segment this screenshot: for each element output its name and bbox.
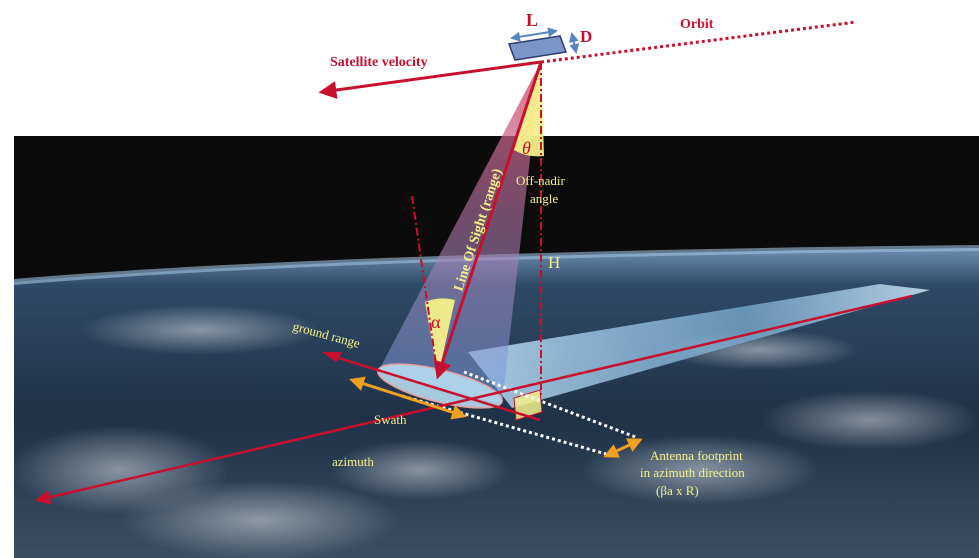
satellite-antenna [507,35,568,61]
footprint-dotted-lower [401,394,607,456]
orbit-label: Orbit [680,17,714,32]
footprint-label-line1: Antenna footprint [650,448,743,463]
swath-arrow [349,376,467,420]
swath-label: Swath [374,412,407,427]
footprint-label-line3: (βa x R) [656,483,699,498]
off-nadir-label-line1: Off-nadir [516,173,566,188]
azimuth-label: azimuth [332,454,374,469]
alpha-wedge [425,298,455,376]
length-label: L [526,10,538,30]
satellite-velocity-label: Satellite velocity [330,55,428,70]
azimuth-footprint-arrow [603,438,643,458]
line-of-sight [433,61,543,380]
satellite-velocity-arrow [318,60,542,99]
footprint-label-line2: in azimuth direction [640,465,745,480]
off-nadir-wedge [514,62,544,157]
theta-label: θ [522,138,531,158]
depth-label: D [580,27,592,46]
orbit-line [540,20,857,64]
depth-arrow [568,32,580,54]
length-arrow [510,27,558,42]
footprint-dotted-upper [463,370,639,440]
azimuth-axis [35,294,913,505]
alpha-label: α [431,312,441,332]
radar-beam [378,62,541,404]
height-label: H [548,253,560,272]
ground-range-arrowhead [322,352,342,362]
local-vertical-line [411,195,439,379]
off-nadir-label-line2: angle [530,191,558,206]
